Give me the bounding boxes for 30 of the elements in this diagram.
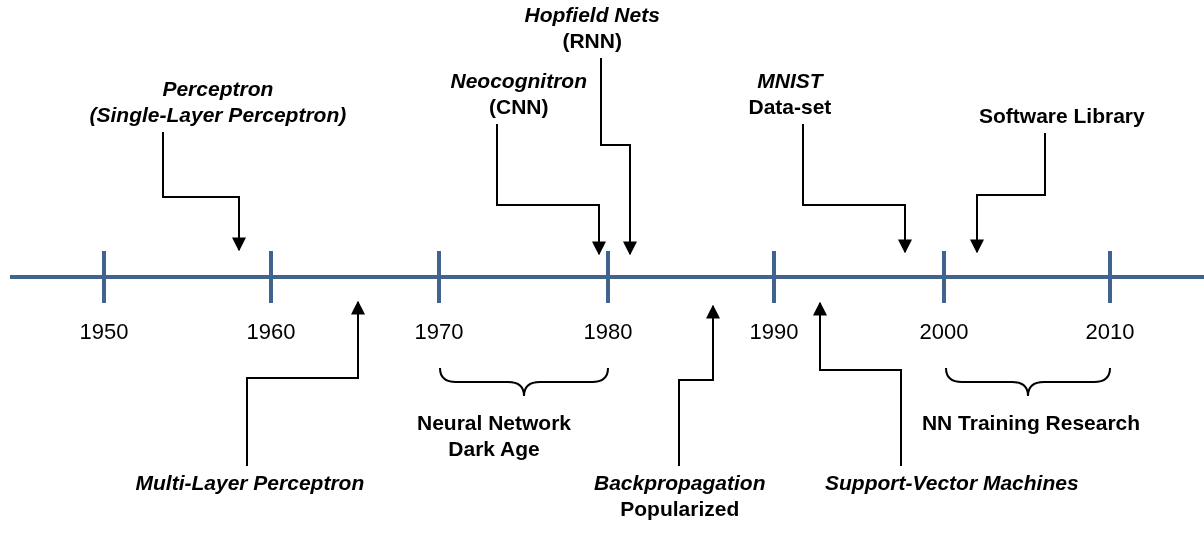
year-label: 1950 — [79, 318, 129, 346]
callout-text: Support-Vector Machines — [825, 470, 1079, 496]
arrow — [802, 123, 912, 254]
year-label: 2010 — [1085, 318, 1135, 346]
callout-subtitle: (Single-Layer Perceptron) — [89, 102, 347, 128]
callout-text: Software Library — [979, 103, 1145, 129]
arrow — [162, 131, 246, 252]
callout-title: Hopfield Nets — [524, 2, 660, 28]
callout-title: Neocognitron — [450, 68, 587, 94]
arrow — [970, 132, 1046, 254]
callout-text: Multi-Layer Perceptron — [135, 470, 365, 496]
callout-subtitle: (RNN) — [562, 28, 622, 54]
year-label: 1980 — [583, 318, 633, 346]
callout-title: Backpropagation — [594, 470, 766, 496]
callout-subtitle: Popularized — [620, 496, 740, 522]
period-label: NN Training Research — [920, 410, 1142, 436]
arrow — [246, 300, 365, 467]
year-label: 1970 — [414, 318, 464, 346]
arrow — [813, 301, 902, 467]
callout-subtitle: Data-set — [748, 94, 832, 120]
arrow — [678, 304, 720, 467]
year-label: 2000 — [919, 318, 969, 346]
period-label: Neural Network Dark Age — [415, 410, 572, 462]
callout-title: MNIST — [757, 68, 823, 94]
year-label: 1990 — [749, 318, 799, 346]
callout-title: Perceptron — [162, 76, 274, 102]
arrow — [496, 123, 606, 256]
callout-subtitle: (CNN) — [489, 94, 549, 120]
arrow — [600, 57, 637, 256]
year-label: 1960 — [246, 318, 296, 346]
